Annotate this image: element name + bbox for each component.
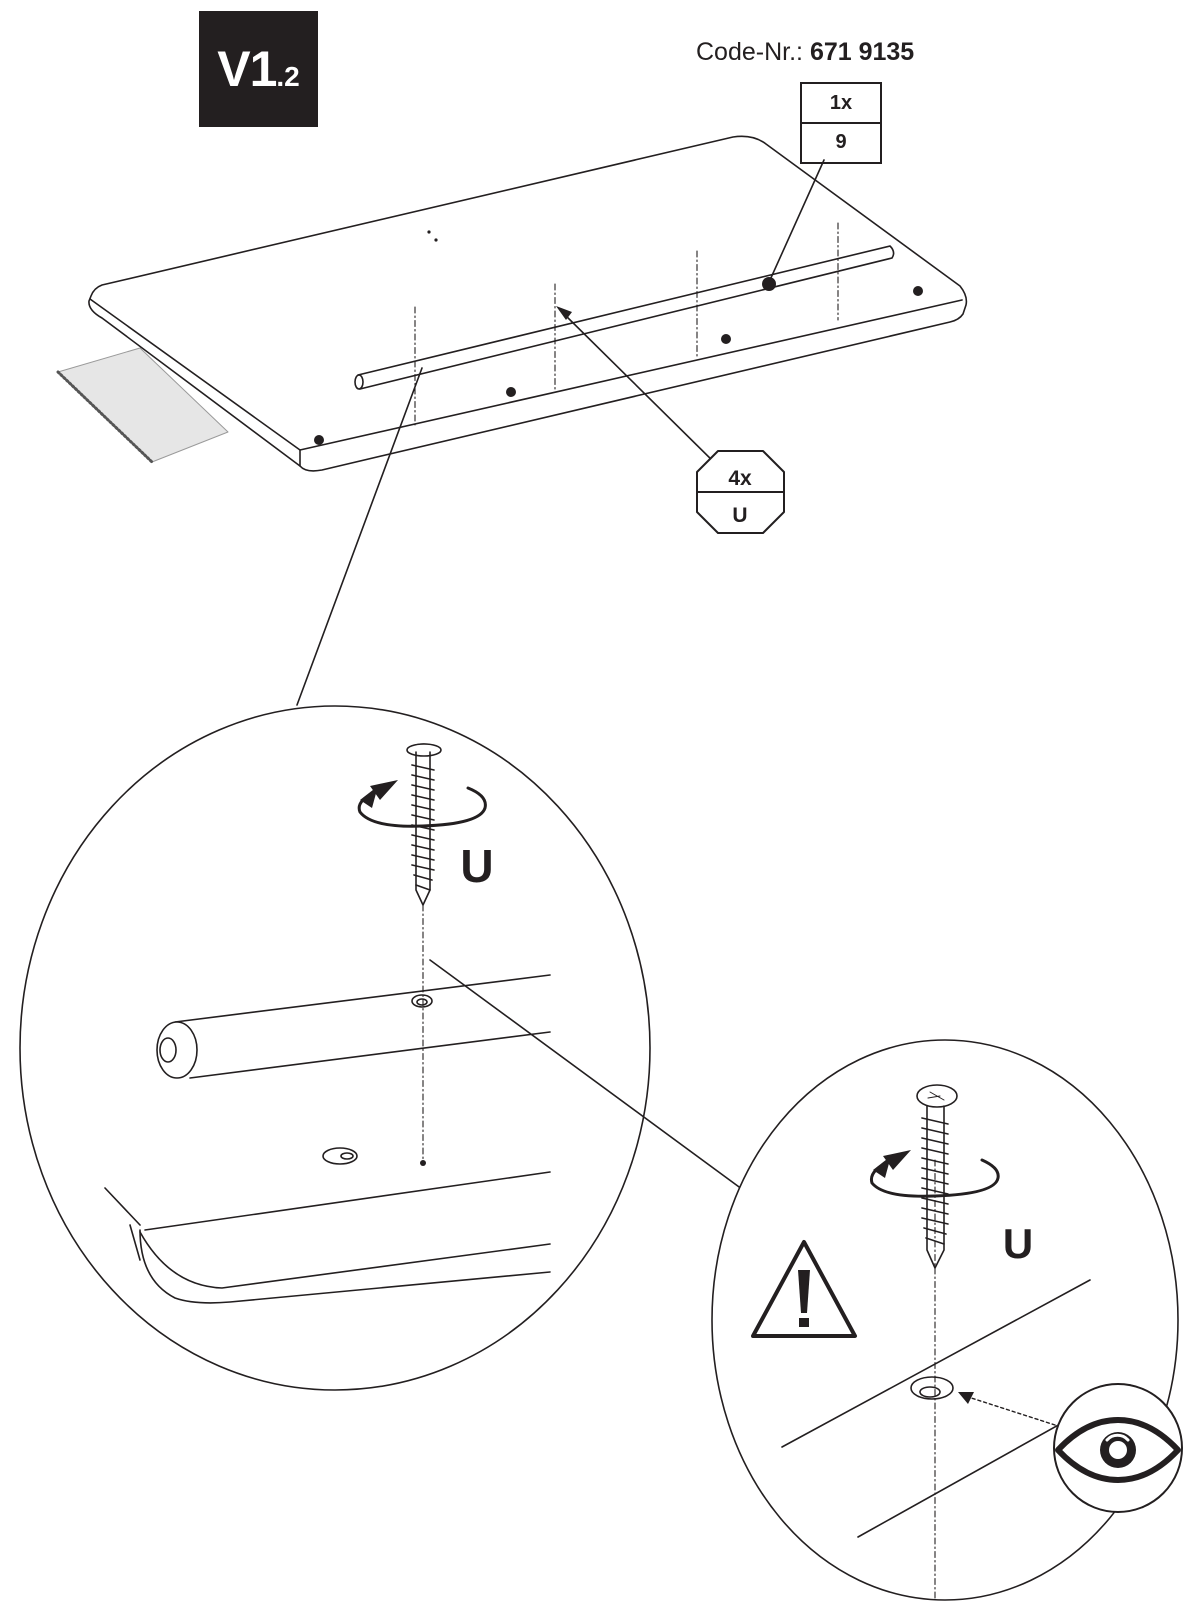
drill-hole xyxy=(506,387,516,397)
code-number: Code-Nr.: 671 9135 xyxy=(696,38,914,67)
leader-line xyxy=(769,159,825,281)
screw-icon xyxy=(916,1084,958,1269)
rotate-arrow-icon xyxy=(869,1150,1000,1198)
eye-icon xyxy=(1053,1383,1183,1513)
part-quantity-box: 1x 9 xyxy=(800,82,882,164)
step-substep: .2 xyxy=(276,61,300,92)
screw-icon xyxy=(406,743,442,906)
step-badge: V1.2 xyxy=(199,11,318,127)
detail-left-content xyxy=(104,743,551,1304)
screw-label-left: U xyxy=(460,840,493,892)
rod-part-9 xyxy=(354,245,895,390)
step-number: V1 xyxy=(217,41,277,97)
drill-hole xyxy=(314,435,324,445)
detail-right-content xyxy=(751,1084,1131,1600)
table-top-panel xyxy=(88,135,968,472)
leader-line xyxy=(429,959,751,1196)
hardware-tag-part: U xyxy=(732,504,747,527)
drill-hole xyxy=(721,334,731,344)
warning-triangle-icon xyxy=(751,1240,857,1338)
screw-label-right: U xyxy=(1003,1220,1033,1267)
hardware-tag-quantity: 4x xyxy=(728,467,752,490)
screw-axes xyxy=(414,222,839,426)
drill-hole xyxy=(913,286,923,296)
part-quantity: 1x xyxy=(829,91,853,114)
leader-line xyxy=(559,309,723,471)
rotate-arrow-icon xyxy=(357,780,487,828)
hardware-tag xyxy=(696,450,785,534)
part-marker-dot xyxy=(762,277,776,291)
code-value: 671 9135 xyxy=(809,38,915,66)
leader-line xyxy=(296,367,423,706)
protective-mat xyxy=(56,347,229,464)
part-number: 9 xyxy=(802,122,880,161)
detail-circle-left xyxy=(19,705,651,1391)
code-label: Code-Nr.: xyxy=(696,38,803,66)
